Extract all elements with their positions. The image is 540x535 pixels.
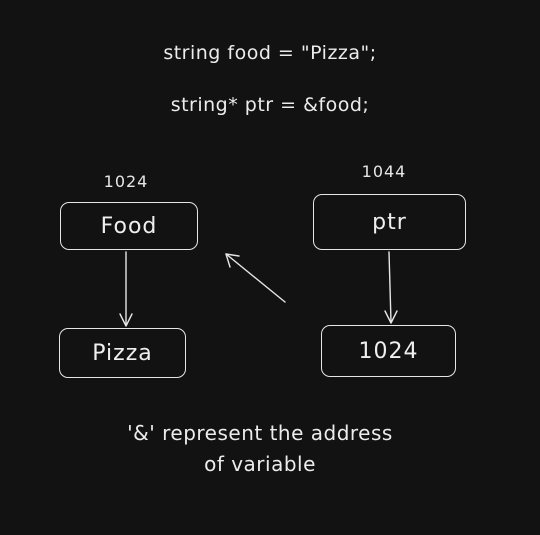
reference-arrow (225, 253, 286, 303)
ptr-variable-box: ptr (313, 194, 466, 250)
ptr-to-value-arrow (384, 251, 398, 324)
food-value-box: Pizza (59, 328, 186, 378)
ptr-address-label: 1044 (361, 162, 407, 181)
annotation-line-1: '&' represent the address (127, 421, 393, 445)
ptr-value-text: 1024 (358, 338, 419, 364)
annotation-note: '&' represent the address of variable (80, 418, 440, 480)
food-variable-box: Food (60, 202, 198, 250)
food-address-label: 1024 (103, 172, 149, 191)
code-line-declaration: string food = "Pizza"; (163, 42, 377, 64)
annotation-line-2: of variable (204, 452, 316, 476)
ptr-value-box: 1024 (321, 325, 456, 377)
code-line-pointer: string* ptr = &food; (170, 94, 370, 116)
food-value-text: Pizza (92, 340, 153, 366)
food-to-value-arrow (119, 251, 133, 327)
food-variable-name: Food (100, 213, 158, 239)
ptr-variable-name: ptr (372, 209, 407, 235)
